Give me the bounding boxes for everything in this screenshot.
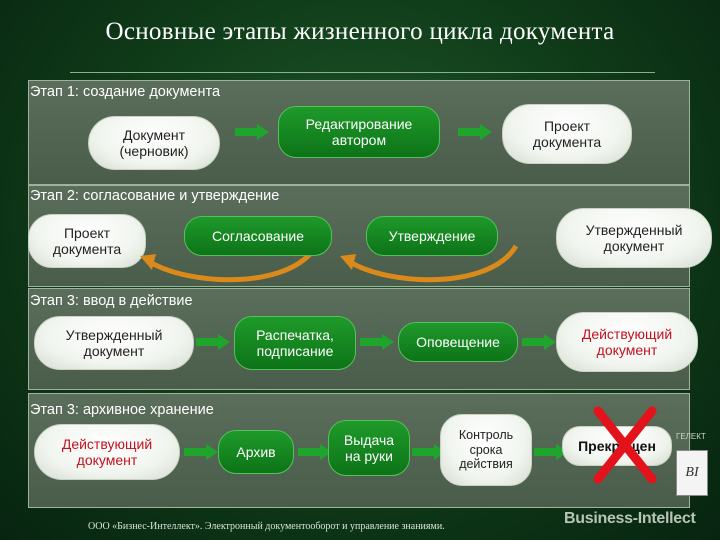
node-project-document: Проект документа bbox=[28, 214, 146, 268]
stage-4-label: Этап 3: архивное хранение bbox=[30, 402, 214, 418]
node-draft-project: Проект документа bbox=[502, 104, 632, 164]
brand-name: Business-Intellect bbox=[564, 510, 696, 527]
title-divider bbox=[70, 72, 655, 73]
logo-caption: ГЕЛЕКТ bbox=[676, 432, 706, 441]
arrow-right-icon bbox=[184, 444, 218, 460]
arrow-right-icon bbox=[534, 444, 568, 460]
node-draft-document: Документ (черновик) bbox=[88, 116, 220, 170]
arrow-right-icon bbox=[412, 444, 446, 460]
node-author-editing: Редактирование автором bbox=[278, 106, 440, 158]
curved-arrow-icon bbox=[140, 244, 319, 283]
node-active-document: Действующий документ bbox=[556, 312, 698, 372]
node-issue-to-hand: Выдача на руки bbox=[328, 420, 410, 476]
node-notification: Оповещение bbox=[398, 322, 518, 362]
arrow-right-icon bbox=[458, 124, 492, 140]
node-validity-control: Контроль срока действия bbox=[440, 414, 532, 486]
node-approval: Согласование bbox=[184, 216, 332, 256]
stage-3-label: Этап 3: ввод в действие bbox=[30, 293, 193, 309]
stage-2-label: Этап 2: согласование и утверждение bbox=[30, 188, 280, 204]
footer-text: ООО «Бизнес-Интеллект». Электронный доку… bbox=[88, 521, 445, 532]
arrow-right-icon bbox=[298, 444, 332, 460]
node-print-sign: Распечатка, подписание bbox=[234, 316, 356, 370]
curved-arrow-icon bbox=[340, 244, 519, 283]
stage-1-label: Этап 1: создание документа bbox=[30, 84, 221, 100]
arrow-right-icon bbox=[360, 334, 394, 350]
page-title: Основные этапы жизненного цикла документ… bbox=[105, 18, 615, 45]
node-archive: Архив bbox=[218, 430, 294, 474]
arrow-right-icon bbox=[196, 334, 230, 350]
node-active-document-2: Действующий документ bbox=[34, 424, 180, 480]
node-approved-document: Утвержденный документ bbox=[556, 208, 712, 268]
cross-icon bbox=[593, 406, 657, 484]
node-confirmation: Утверждение bbox=[366, 216, 498, 256]
company-logo: BI bbox=[676, 450, 708, 496]
arrow-right-icon bbox=[235, 124, 269, 140]
arrow-right-icon bbox=[522, 334, 556, 350]
node-approved-document-2: Утвержденный документ bbox=[34, 316, 194, 370]
